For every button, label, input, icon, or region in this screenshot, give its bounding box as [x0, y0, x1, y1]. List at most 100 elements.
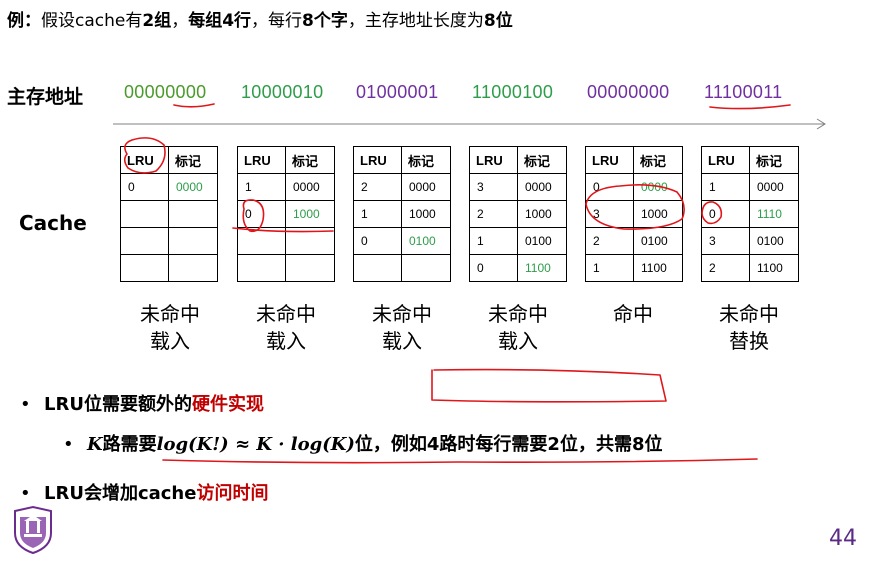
tag-header: 标记	[168, 146, 218, 174]
bullet-text: 位，例如4路时每行需要2位，共需8位	[354, 434, 663, 455]
bullet-text: LRU会增加cache	[44, 483, 197, 504]
lru-cell: 1	[701, 173, 750, 201]
lru-cell: 2	[585, 227, 634, 255]
lru-cell: 3	[469, 173, 518, 201]
tag-cell	[285, 254, 335, 282]
result-line: 未命中	[372, 302, 432, 326]
lru-cell: 1	[237, 173, 286, 201]
lru-cell: 0	[120, 173, 169, 201]
math-k: K	[256, 434, 272, 455]
tag-cell: 1100	[517, 254, 567, 282]
lru-cell: 2	[701, 254, 750, 282]
bullet-highlight: 访问时间	[196, 483, 269, 504]
math-arg: (K!)	[188, 434, 229, 455]
address-label: 主存地址	[7, 86, 84, 108]
bullet-dot: •	[20, 483, 31, 504]
lru-header: LRU	[585, 146, 634, 174]
tag-header: 标记	[633, 146, 683, 174]
lru-header: LRU	[353, 146, 402, 174]
access-result: 未命中载入	[468, 301, 568, 355]
tag-cell: 1000	[285, 200, 335, 228]
title-words: 8个字	[302, 11, 348, 31]
lru-cell	[353, 254, 402, 282]
bullet-highlight: 硬件实现	[191, 394, 264, 415]
memory-address: 10000010	[241, 82, 324, 102]
lru-cell: 3	[585, 200, 634, 228]
math-k: K	[87, 434, 103, 455]
lru-header: LRU	[469, 146, 518, 174]
bullet-text: LRU位需要额外的	[44, 394, 192, 415]
tag-cell: 0100	[749, 227, 799, 255]
tag-header: 标记	[401, 146, 451, 174]
lru-cell	[120, 227, 169, 255]
title-part: ，	[171, 11, 189, 31]
table-row	[237, 227, 335, 255]
action-line: 载入	[150, 329, 190, 353]
title-sets: 2组	[142, 11, 172, 31]
tag-cell: 1000	[401, 200, 451, 228]
tag-cell: 0000	[517, 173, 567, 201]
bullet-dot: •	[20, 394, 31, 415]
tag-cell: 0000	[633, 173, 683, 201]
tag-cell	[401, 254, 451, 282]
title-part: ，每行	[251, 11, 303, 31]
lru-cell: 0	[469, 254, 518, 282]
bullet-text: 路需要	[102, 434, 157, 455]
title-prefix: 例：	[7, 11, 41, 31]
tag-cell: 0000	[401, 173, 451, 201]
tag-header: 标记	[749, 146, 799, 174]
access-result: 命中	[583, 301, 683, 328]
tag-cell: 0000	[168, 173, 218, 201]
action-line: 载入	[498, 329, 538, 353]
access-result: 未命中载入	[352, 301, 452, 355]
memory-address: 00000000	[124, 82, 207, 102]
tag-cell: 0100	[401, 227, 451, 255]
result-line: 命中	[613, 302, 653, 326]
table-row	[353, 254, 451, 282]
result-line: 未命中	[256, 302, 316, 326]
cache-label: Cache	[19, 211, 87, 235]
tag-cell: 0000	[749, 173, 799, 201]
lru-cell: 1	[353, 200, 402, 228]
lru-cell: 0	[353, 227, 402, 255]
tag-cell	[168, 254, 218, 282]
tag-cell: 1110	[749, 200, 799, 228]
lru-cell	[120, 200, 169, 228]
title-ways: 每组4行	[188, 11, 252, 31]
page-number: 44	[829, 526, 857, 551]
memory-address: 00000000	[587, 82, 670, 102]
bullet-access-time: • LRU会增加cache访问时间	[20, 479, 268, 505]
tag-cell: 1100	[749, 254, 799, 282]
tag-cell: 0100	[633, 227, 683, 255]
lru-cell: 1	[585, 254, 634, 282]
action-line: 替换	[729, 329, 769, 353]
lru-cell: 0	[701, 200, 750, 228]
title-part: ，主存地址长度为	[347, 11, 484, 31]
lru-cell	[237, 254, 286, 282]
math-arg: (K)	[322, 434, 355, 455]
tag-cell: 1000	[633, 200, 683, 228]
action-line: 载入	[266, 329, 306, 353]
tag-cell	[168, 200, 218, 228]
lru-cell	[120, 254, 169, 282]
lru-cell: 0	[237, 200, 286, 228]
tag-cell	[285, 227, 335, 255]
lru-cell: 2	[353, 173, 402, 201]
university-logo-icon	[14, 505, 52, 555]
memory-address: 11100011	[704, 82, 783, 102]
title-part: 假设cache有	[41, 11, 143, 31]
